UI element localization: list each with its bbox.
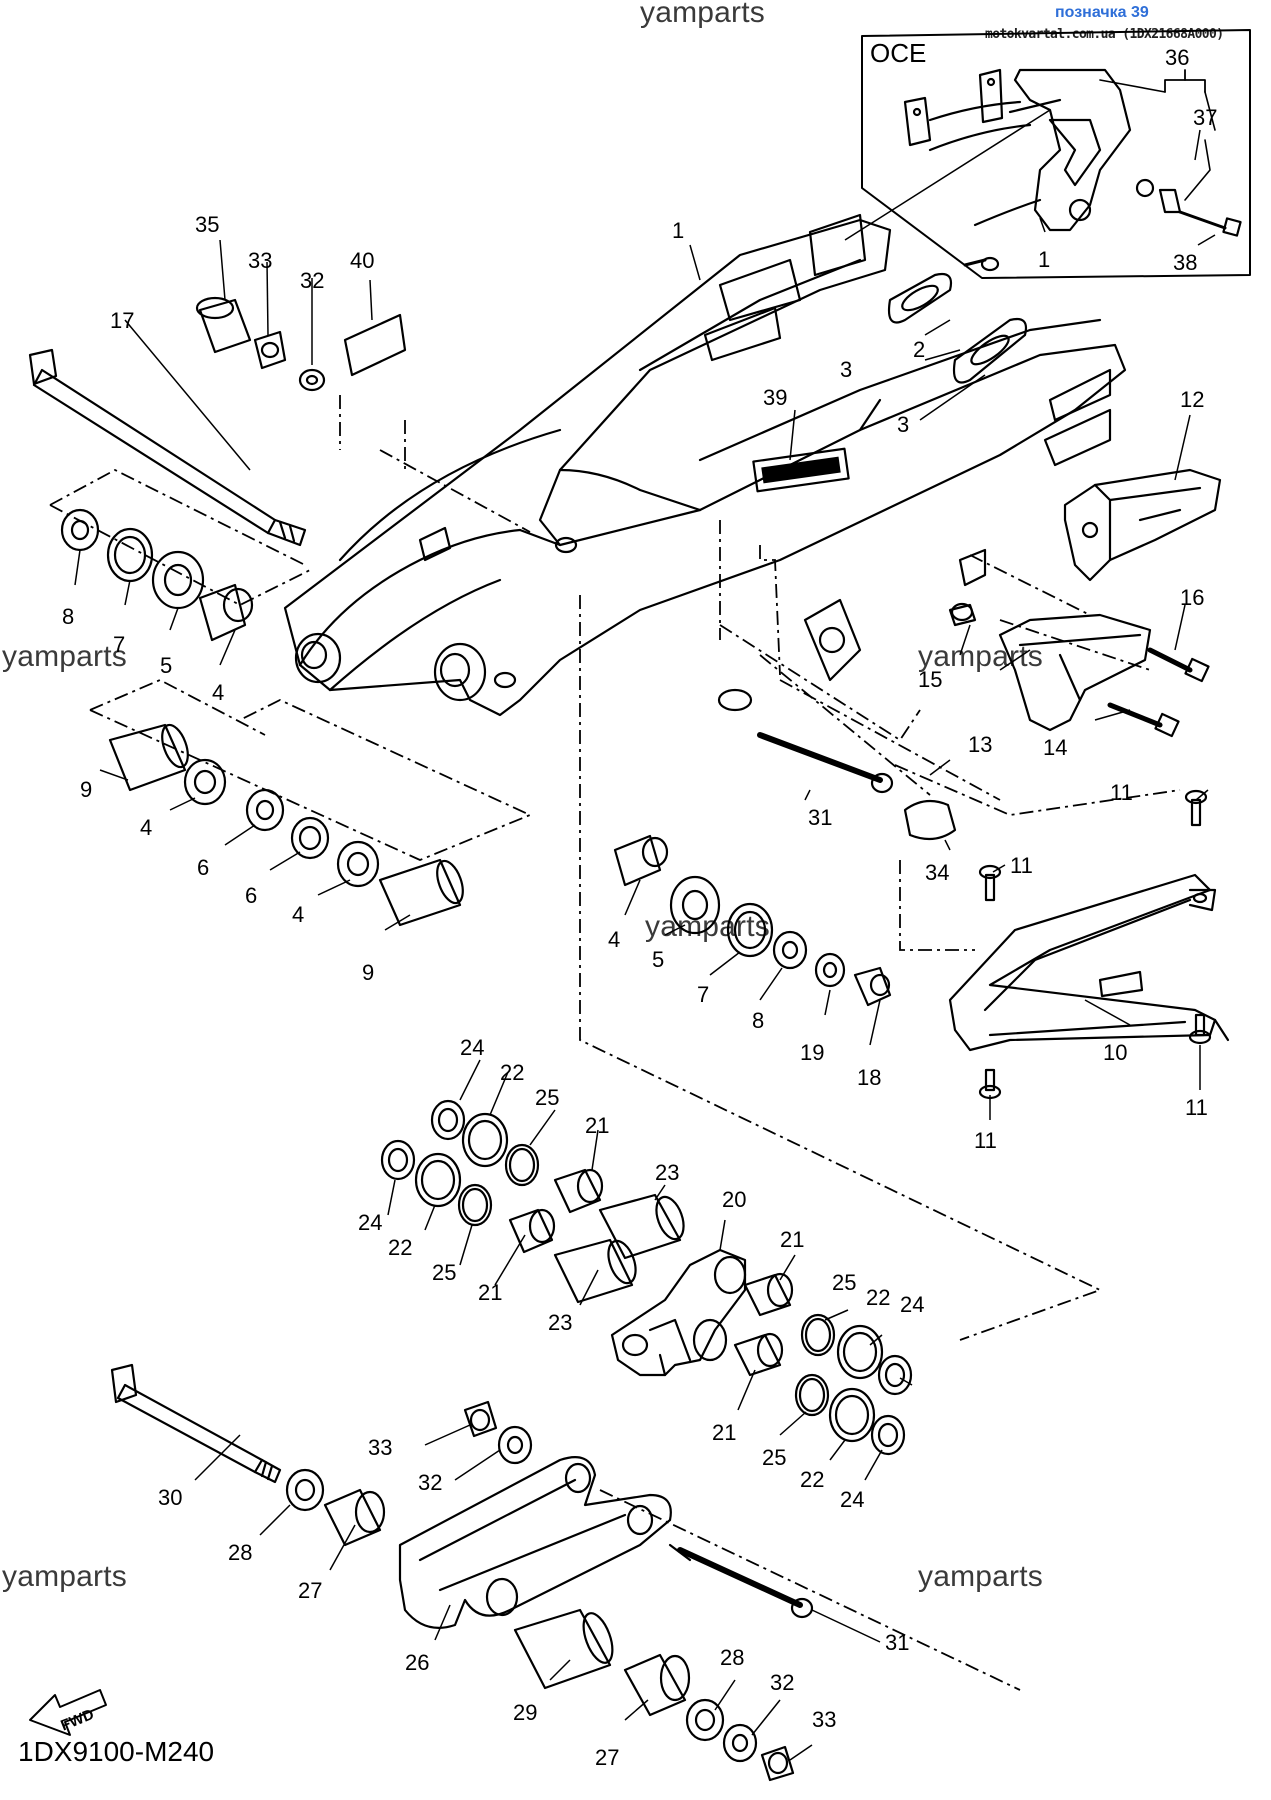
callout: 24 <box>900 1292 924 1317</box>
fwd-arrow <box>29 1689 107 1736</box>
callout: 9 <box>362 960 374 985</box>
callout: 28 <box>720 1645 744 1670</box>
callout: 40 <box>350 248 374 273</box>
inset-bracket-36 <box>1013 68 1132 232</box>
callout: 27 <box>595 1745 619 1770</box>
callout: 22 <box>800 1467 824 1492</box>
callout: 11 <box>1185 1095 1208 1120</box>
callout: 36 <box>1165 45 1189 70</box>
callout: 34 <box>925 860 949 885</box>
callout: 8 <box>62 604 74 629</box>
callout: 37 <box>1193 105 1217 130</box>
callout: 32 <box>770 1670 794 1695</box>
callout: 21 <box>478 1280 502 1305</box>
callout: 35 <box>195 212 219 237</box>
callout: 22 <box>866 1285 890 1310</box>
callout: 24 <box>460 1035 484 1060</box>
callout: 33 <box>368 1435 392 1460</box>
callout: 11 <box>974 1128 997 1153</box>
relay-arm-20 <box>610 1248 747 1377</box>
callout: 22 <box>388 1235 412 1260</box>
watermark: yamparts <box>645 910 770 943</box>
callout: 31 <box>885 1630 909 1655</box>
swingarm <box>283 218 1127 717</box>
callout: 33 <box>248 248 272 273</box>
callout: 1 <box>1038 247 1050 272</box>
callout: 7 <box>113 632 125 657</box>
callout: 21 <box>780 1227 804 1252</box>
callout: 25 <box>535 1085 559 1110</box>
callout: 4 <box>212 680 224 705</box>
callout: 5 <box>160 653 172 678</box>
callout: 15 <box>918 667 942 692</box>
callout: 24 <box>840 1487 864 1512</box>
callout: 17 <box>110 308 134 333</box>
callout: 9 <box>80 777 92 802</box>
callout: 25 <box>432 1260 456 1285</box>
watermark-top: yamparts <box>640 0 765 29</box>
watermark: yamparts <box>2 640 127 673</box>
callout: 27 <box>298 1578 322 1603</box>
chain-guide-10 <box>948 873 1217 1052</box>
callout: 4 <box>140 815 152 840</box>
callout: 21 <box>712 1420 736 1445</box>
inset-label: OCE <box>870 38 926 68</box>
chain-support-12 <box>1063 468 1222 582</box>
callout: 21 <box>585 1113 609 1138</box>
callout: 10 <box>1103 1040 1127 1065</box>
link-26 <box>398 1456 672 1629</box>
callout: 32 <box>300 268 324 293</box>
fwd-label: FWD <box>58 1706 96 1735</box>
callout: 3 <box>897 412 909 437</box>
callout: 4 <box>608 927 620 952</box>
callout: 14 <box>1043 735 1067 760</box>
callout: 3 <box>840 357 852 382</box>
page-reference: позначка 39 <box>1055 4 1149 21</box>
callout: 22 <box>500 1060 524 1085</box>
callout: 5 <box>652 947 664 972</box>
callout: 19 <box>800 1040 824 1065</box>
callout: 1 <box>672 218 684 243</box>
callout: 24 <box>358 1210 382 1235</box>
diagram-code: 1DX9100-M240 <box>18 1736 215 1767</box>
callout: 29 <box>513 1700 537 1725</box>
callout: 23 <box>655 1160 679 1185</box>
callout: 26 <box>405 1650 429 1675</box>
callout: 23 <box>548 1310 572 1335</box>
callout: 31 <box>808 805 832 830</box>
callout: 11 <box>1010 853 1033 878</box>
callout: 6 <box>245 883 257 908</box>
callout: 30 <box>158 1485 182 1510</box>
callout: 18 <box>857 1065 881 1090</box>
callout: 39 <box>763 385 787 410</box>
callout: 4 <box>292 902 304 927</box>
callout: 28 <box>228 1540 252 1565</box>
callout: 20 <box>722 1187 746 1212</box>
callout: 7 <box>697 982 709 1007</box>
watermark: yamparts <box>2 1560 127 1593</box>
watermark: yamparts <box>918 1560 1043 1593</box>
callout: 6 <box>197 855 209 880</box>
callout: 32 <box>418 1470 442 1495</box>
callout: 25 <box>832 1270 856 1295</box>
chain-guard-13 <box>998 613 1152 732</box>
callout: 12 <box>1180 387 1204 412</box>
callout: 13 <box>968 732 992 757</box>
callout: 38 <box>1173 250 1197 275</box>
callout: 11 <box>1110 780 1133 805</box>
callout: 16 <box>1180 585 1204 610</box>
pivot-shaft-17 <box>32 368 277 535</box>
bolt-30 <box>116 1383 264 1474</box>
callout: 25 <box>762 1445 786 1470</box>
callout: 8 <box>752 1008 764 1033</box>
callout: 2 <box>913 337 925 362</box>
callout: 33 <box>812 1707 836 1732</box>
inset-frame <box>861 29 1251 279</box>
